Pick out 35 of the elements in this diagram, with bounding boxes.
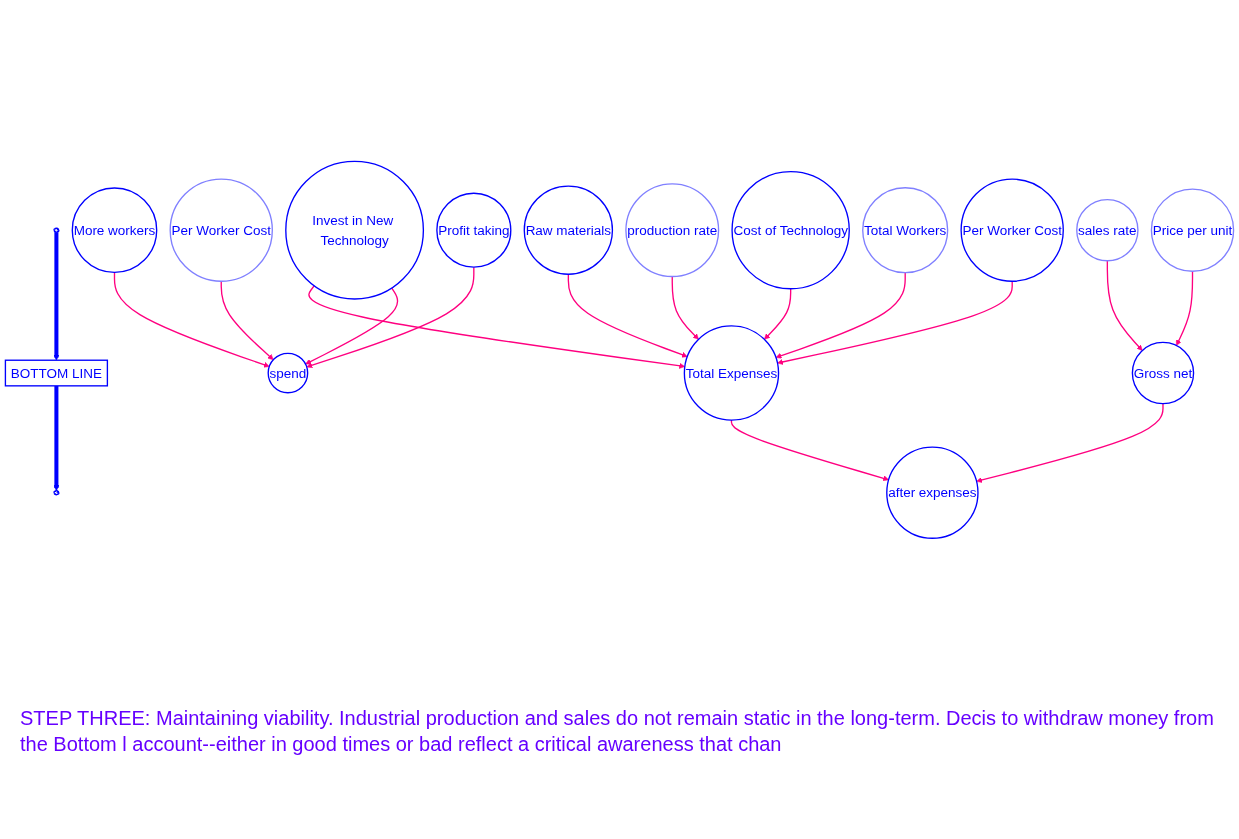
arrow [53, 386, 60, 492]
node-circle: Price per unit [1150, 188, 1235, 273]
node-circle: More workers [71, 187, 158, 274]
note-text: STEP THREE: Maintaining viability. Industrial production and sales do not remain static in the long-term. Decis to withdraw money from the Bottom l account--either in good times or bad reflect a critical awareness that chan [20, 706, 1215, 757]
arrow [53, 232, 60, 361]
node-circle: Per Worker Cost [169, 178, 273, 283]
arrow [671, 276, 699, 340]
node-cloud [53, 490, 60, 496]
arrow [1176, 270, 1194, 346]
node-circle: Total Workers [862, 187, 949, 274]
arrow [113, 271, 270, 368]
node-circle: Profit taking [436, 192, 512, 268]
node-circle: Gross net [1131, 341, 1195, 405]
node-circle: Invest in New Technology [285, 160, 425, 300]
arrow [976, 403, 1164, 484]
arrow [308, 285, 686, 369]
arrow [220, 280, 274, 361]
arrow [305, 287, 399, 365]
node-circle: Total Expenses [683, 325, 780, 421]
arrow [730, 419, 889, 482]
node-box: BOTTOM LINE [4, 359, 109, 387]
arrow [1106, 260, 1143, 351]
arrow [567, 273, 688, 358]
node-circle: Per Worker Cost [960, 178, 1064, 283]
arrow [306, 266, 475, 369]
node-circle: after expenses [886, 446, 979, 540]
arrow [777, 280, 1013, 366]
arrow [775, 272, 906, 359]
node-cloud [53, 227, 60, 234]
node-circle: spend [267, 352, 309, 394]
node-circle: sales rate [1076, 199, 1139, 262]
node-circle: Raw materials [523, 185, 614, 276]
arrow [764, 288, 792, 340]
node-circle: Cost of Technology [731, 171, 850, 290]
node-circle: production rate [625, 183, 720, 278]
